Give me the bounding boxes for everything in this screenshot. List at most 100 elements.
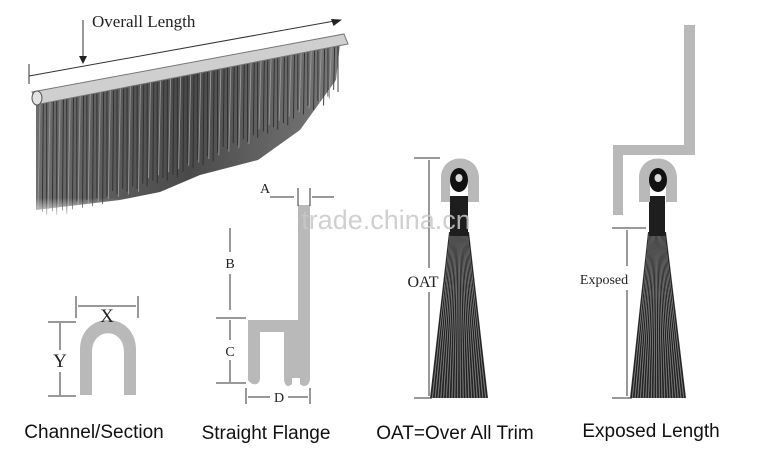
strip-bristle-strand [97,92,101,202]
strip-bristle-strand [268,59,272,125]
strip-bristle-strand [162,79,165,178]
exposed-bristle-strand [661,231,675,399]
oat-bristle-strand [460,231,465,399]
oat-bristle-strand [460,231,464,399]
strip-bristle-strand [293,54,295,119]
strip-bristle-strand [192,74,195,169]
strip-bristle-lines [37,46,339,216]
strip-bristle-strand [333,46,336,90]
exposed-bristle-strand [659,231,670,399]
exposed-bristle-strand [644,231,654,399]
strip-bristle-strand [61,99,64,211]
strip-bristle-strand [107,90,111,200]
straight-flange-figure: A B C D [216,182,334,406]
oat-bristle-strand [462,231,471,399]
strip-bristle-strand [238,64,242,148]
overall-length-dimension: Overall Length [28,12,342,84]
strip-bristle-strand [77,96,81,205]
exposed-bristle-strand [642,231,653,399]
strip-bristle-strand [92,93,95,207]
oat-bristle-strand [465,231,481,399]
oat-bristle-strand [467,231,486,399]
oat-label: OAT [407,274,438,291]
strip-bristle-strand [168,78,172,173]
oat-bristle-lines [430,231,488,399]
strip-bristle-strand [258,60,262,130]
exposed-bristle-strand [658,231,664,399]
exposed-bristle-strand [645,231,654,399]
oat-bristle-strand [462,231,472,399]
exposed-bristle-strand [658,231,666,399]
overall-length-line [28,19,341,77]
oat-bristle-strand [465,231,482,399]
flange-d-label: D [274,391,284,406]
oat-bristle-strand [450,231,457,399]
exposed-bristle-strand [661,231,676,399]
strip-bristle-strand [87,94,91,204]
exposed-bristle-strand [661,231,674,399]
strip-bristle-strand [188,74,192,166]
oat-bristle-strand [461,231,468,399]
strip-bristle-strand [122,87,125,189]
strip-bristle-strand [272,58,275,128]
strip-bristle-strand [57,100,61,208]
strip-bristle-strand [262,60,265,132]
oat-bristle-strand [459,231,461,399]
strip-bristle-strand [252,62,255,136]
caption-exposed-length: Exposed Length [582,421,719,442]
exposed-bristle-strand [650,231,656,399]
strip-bristle-strand [228,66,232,152]
strip-bristle-strand [222,68,225,147]
oat-bristle-strand [434,231,452,399]
exposed-channel [639,158,677,202]
oat-bristle-strand [433,231,452,399]
oat-channel [441,158,479,202]
exposed-figure: Exposed [580,25,695,399]
exposed-bristle-strand [641,231,653,399]
strip-bristle-strand [72,97,74,210]
oat-bristle-strand [466,231,485,399]
watermark-text: trade.china.cn [301,205,471,235]
oat-bristle-strand [454,231,458,399]
exposed-bristle-strand [663,231,682,399]
exposed-bristle-strand [656,231,659,399]
overall-length-pointer-head [79,56,87,64]
strip-bristle-strand [313,50,316,111]
oat-bristle-strand [441,231,454,399]
overall-length-label: Overall Length [92,12,196,31]
strip-bristle-strand [202,72,205,165]
exposed-bristle-strand [636,231,651,399]
oat-core-hole [455,174,463,182]
oat-bristle-strand [455,231,459,399]
oat-bristle-strand [461,231,470,399]
strip-bristle-strand [132,85,135,187]
flange-b-label: B [225,257,234,272]
exposed-bristle-strand [652,231,656,399]
exposed-bristle-root [649,196,665,236]
oat-bristle-strand [446,231,456,399]
exposed-bristle-strand [657,231,662,399]
strip-bristle-strand [102,91,105,205]
exposed-bristle-strand [662,231,679,399]
exposed-bristle-strand [646,231,655,399]
oat-bristle-strand [432,231,451,399]
exposed-bristle-strand [633,231,651,399]
oat-bristle-strand [453,231,458,399]
brush-strip-photo [20,33,349,220]
flange-profile [248,205,310,386]
exposed-bristle-strand [634,231,651,399]
oat-bristle-strand [464,231,477,399]
channel-y-label: Y [53,351,67,372]
exposed-core-hole [654,174,662,182]
exposed-bristle-strand [664,231,686,399]
strip-bristle-strand [127,86,131,195]
oat-bristle-strand [439,231,454,399]
oat-bristle-strand [448,231,457,399]
exposed-bristle-strand [638,231,652,399]
strip-bristle-strand [112,89,115,192]
oat-bristle-strand [463,231,475,399]
strip-channel-end [31,90,43,106]
exposed-bristle-strand [659,231,667,399]
exposed-bristle-strand [630,231,650,399]
strip-bristle-strand [232,66,235,144]
